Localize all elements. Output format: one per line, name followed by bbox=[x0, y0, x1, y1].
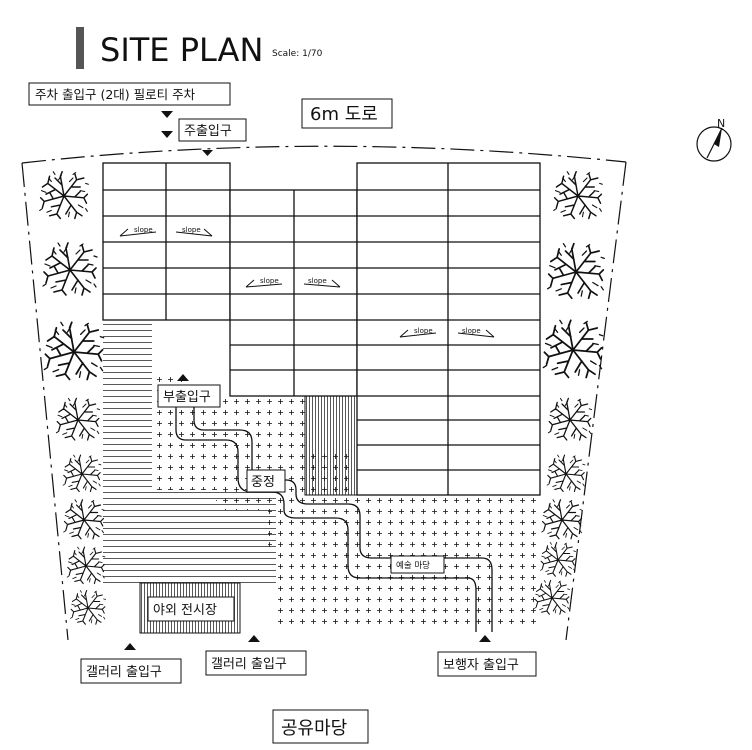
striped-deck-bottom bbox=[152, 490, 276, 583]
trees-right bbox=[533, 170, 606, 616]
courtyard-box bbox=[246, 469, 286, 493]
sub-entrance-label: 부출입구 bbox=[163, 390, 211, 405]
art-yard-box bbox=[390, 555, 445, 574]
art-yard-label: 예술 마당 bbox=[396, 560, 430, 571]
sub-entrance-box bbox=[157, 384, 221, 408]
scale-label: Scale: 1/70 bbox=[272, 49, 323, 59]
gallery-left-arrow bbox=[124, 643, 136, 650]
parking-arrow-2 bbox=[161, 131, 173, 138]
road-box bbox=[301, 98, 393, 129]
parking-arrow-1 bbox=[161, 111, 173, 118]
slope-label-2: slope bbox=[182, 226, 201, 234]
title-bar bbox=[76, 27, 84, 69]
main-entrance-box bbox=[178, 118, 247, 142]
pedestrian-entrance-box bbox=[437, 651, 537, 677]
main-entrance-arrow bbox=[202, 150, 213, 156]
public-yard-label: 공유마당 bbox=[281, 718, 347, 739]
slope-marks bbox=[119, 228, 495, 338]
road-label: 6m 도로 bbox=[310, 104, 378, 125]
building-block-center bbox=[229, 189, 358, 397]
gallery-entrance-left-label: 갤러리 출입구 bbox=[86, 665, 162, 680]
trees-left bbox=[38, 170, 107, 626]
plan-title: SITE PLAN bbox=[100, 31, 263, 69]
pedestrian-entrance-label: 보행자 출입구 bbox=[443, 657, 519, 673]
slope-label-1: slope bbox=[134, 226, 153, 234]
outdoor-exhibition-label: 야외 전시장 bbox=[153, 603, 217, 618]
building-block-left bbox=[102, 162, 231, 321]
building-block-right bbox=[356, 162, 541, 496]
winding-path bbox=[175, 398, 493, 632]
slope-label-3: slope bbox=[260, 277, 279, 285]
striped-deck bbox=[103, 320, 152, 583]
slope-label-4: slope bbox=[308, 277, 327, 285]
sub-entrance-arrow bbox=[177, 374, 189, 381]
outdoor-exhibition-box bbox=[147, 596, 235, 622]
site-boundary bbox=[21, 145, 627, 641]
main-entrance-label: 주출입구 bbox=[184, 124, 232, 139]
slope-label-6: slope bbox=[462, 327, 481, 335]
gallery-entrance-center-label: 갤러리 출입구 bbox=[211, 657, 287, 672]
north-arrow-icon: N bbox=[696, 117, 732, 162]
public-yard-box bbox=[272, 709, 369, 744]
pedestrian-arrow bbox=[479, 635, 491, 642]
gallery-entrance-center-box bbox=[205, 650, 307, 676]
vertical-hatch-strip bbox=[304, 395, 358, 496]
north-label: N bbox=[717, 117, 725, 130]
slope-label-5: slope bbox=[414, 327, 433, 335]
gallery-center-arrow bbox=[248, 635, 260, 642]
parking-entrance-label: 주차 출입구 (2대) 필로티 주차 bbox=[35, 87, 196, 102]
courtyard-label: 중정 bbox=[251, 475, 275, 490]
gallery-entrance-left-box bbox=[80, 658, 182, 684]
parking-entrance-box bbox=[28, 82, 231, 106]
